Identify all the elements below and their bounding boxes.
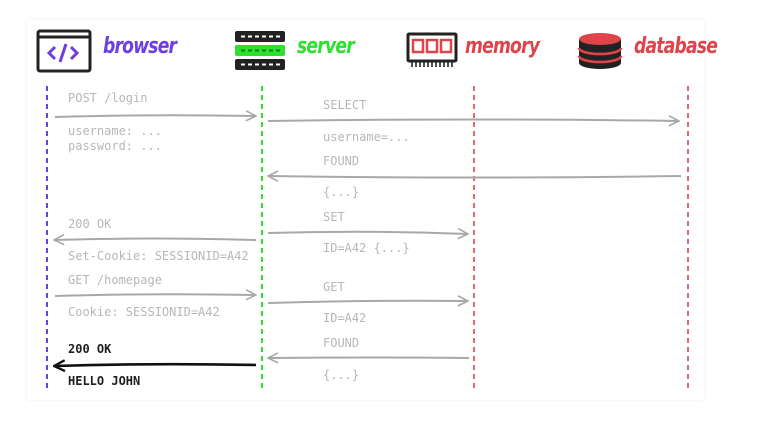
msg-found-2: FOUND [323,336,360,350]
msg-200-ok-final: 200 OK [68,342,112,356]
memory-chip-icon [406,32,458,67]
msg-get-homepage: GET /homepage [68,273,162,287]
msg-found-1-body: {...} [323,185,360,199]
server-rack-icon [235,31,285,70]
msg-get-body: ID=A42 [323,311,367,325]
msg-cookie: Cookie: SESSIONID=A42 [68,305,220,319]
browser-label: browser [103,34,177,59]
arrow-set [267,232,468,234]
arrow-get-homepage [54,294,256,296]
msg-200-ok: 200 OK [68,217,112,231]
sequence-diagram-panel [27,20,704,400]
arrow-post-login [54,115,256,117]
arrow-select [267,120,679,122]
msg-found-1: FOUND [323,154,360,168]
memory-label: memory [465,34,540,59]
database-cylinder-icon [577,33,623,69]
msg-select: SELECT [323,98,367,112]
msg-username-field: username: ... [68,124,162,138]
msg-hello-john: HELLO JOHN [68,374,141,388]
arrow-found-2 [268,358,470,359]
msg-found-2-body: {...} [323,368,360,382]
database-label: database [634,34,718,59]
msg-post-login: POST /login [68,91,148,105]
arrow-200-ok [54,239,257,241]
arrow-get [267,301,468,303]
arrow-200-ok-final [54,364,257,366]
msg-password-field: password: ... [68,139,162,153]
msg-username-eq: username=... [323,130,410,144]
msg-set-cookie: Set-Cookie: SESSIONID=A42 [68,249,249,263]
code-window-icon [36,29,92,73]
msg-set-body: ID=A42 {...} [323,241,410,255]
arrow-found-1 [268,176,682,178]
msg-get: GET [323,280,345,294]
msg-set: SET [323,210,345,224]
server-label: server [297,34,355,59]
